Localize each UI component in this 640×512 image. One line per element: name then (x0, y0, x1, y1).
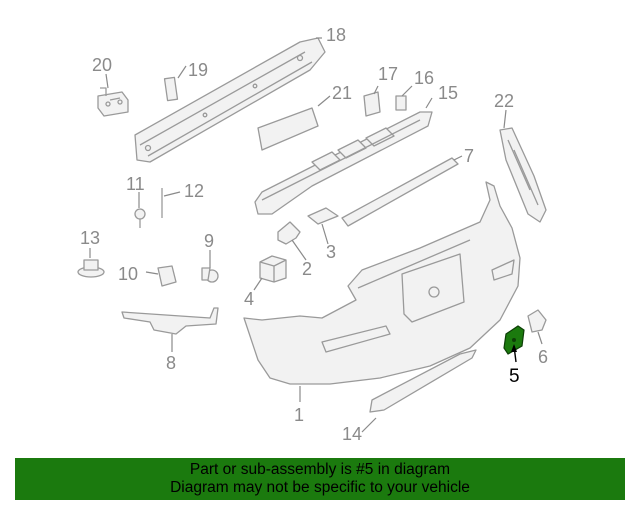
callout-3: 3 (326, 242, 336, 262)
part-4-block (259, 255, 287, 283)
part-13-nut (77, 259, 105, 278)
part-18-reinforcement (134, 37, 326, 163)
part-5-highlighted (503, 325, 525, 355)
part-10-clip (157, 265, 177, 287)
part-15-absorber (254, 111, 433, 215)
callout-14: 14 (342, 424, 362, 444)
banner-line-1: Part or sub-assembly is #5 in diagram (189, 461, 451, 478)
callout-5: 5 (509, 366, 520, 387)
part-21-pad (257, 107, 319, 151)
part-6-cap (527, 309, 547, 333)
callout-20: 20 (92, 55, 112, 75)
part-info-banner: Part or sub-assembly is #5 in diagram Di… (15, 458, 625, 500)
callout-15: 15 (438, 83, 458, 103)
banner-line-2: Diagram may not be specific to your vehi… (170, 479, 470, 496)
part-14-finisher (369, 349, 477, 413)
callout-11: 11 (126, 174, 145, 194)
part-8-bracket (121, 307, 219, 335)
callout-4: 4 (244, 289, 254, 309)
callout-7: 7 (464, 146, 474, 166)
part-11-clip (134, 208, 146, 228)
part-7-strip (341, 157, 459, 227)
part-3-clip (307, 207, 339, 225)
part-19-label (163, 76, 179, 102)
callout-12: 12 (184, 181, 204, 201)
callout-numbers: 1 2 3 4 5 6 7 8 9 10 11 12 13 14 15 16 1… (80, 25, 548, 444)
part-16-clip (395, 95, 407, 111)
leader-lines (89, 37, 543, 433)
callout-2: 2 (302, 259, 312, 279)
callout-6: 6 (538, 347, 548, 367)
part-2-bracket (277, 221, 301, 245)
callout-19: 19 (188, 60, 208, 80)
callout-9: 9 (204, 231, 214, 251)
callout-10: 10 (118, 264, 138, 284)
callout-22: 22 (494, 91, 514, 111)
part-1-bumper-fascia (243, 181, 521, 385)
part-20-bracket (97, 87, 129, 117)
callout-1: 1 (294, 405, 304, 425)
callout-16: 16 (414, 68, 434, 88)
callout-17: 17 (378, 64, 398, 84)
callout-8: 8 (166, 353, 176, 373)
parts-diagram: 1 2 3 4 5 6 7 8 9 10 11 12 13 14 15 16 1… (77, 25, 548, 444)
part-5-arrowhead (511, 344, 517, 352)
part-17-pad (363, 91, 381, 117)
part-9-clip (201, 267, 219, 283)
callout-21: 21 (332, 83, 352, 103)
callout-18: 18 (326, 25, 346, 45)
callout-13: 13 (80, 228, 100, 248)
part-22-side-bracket (499, 127, 547, 223)
